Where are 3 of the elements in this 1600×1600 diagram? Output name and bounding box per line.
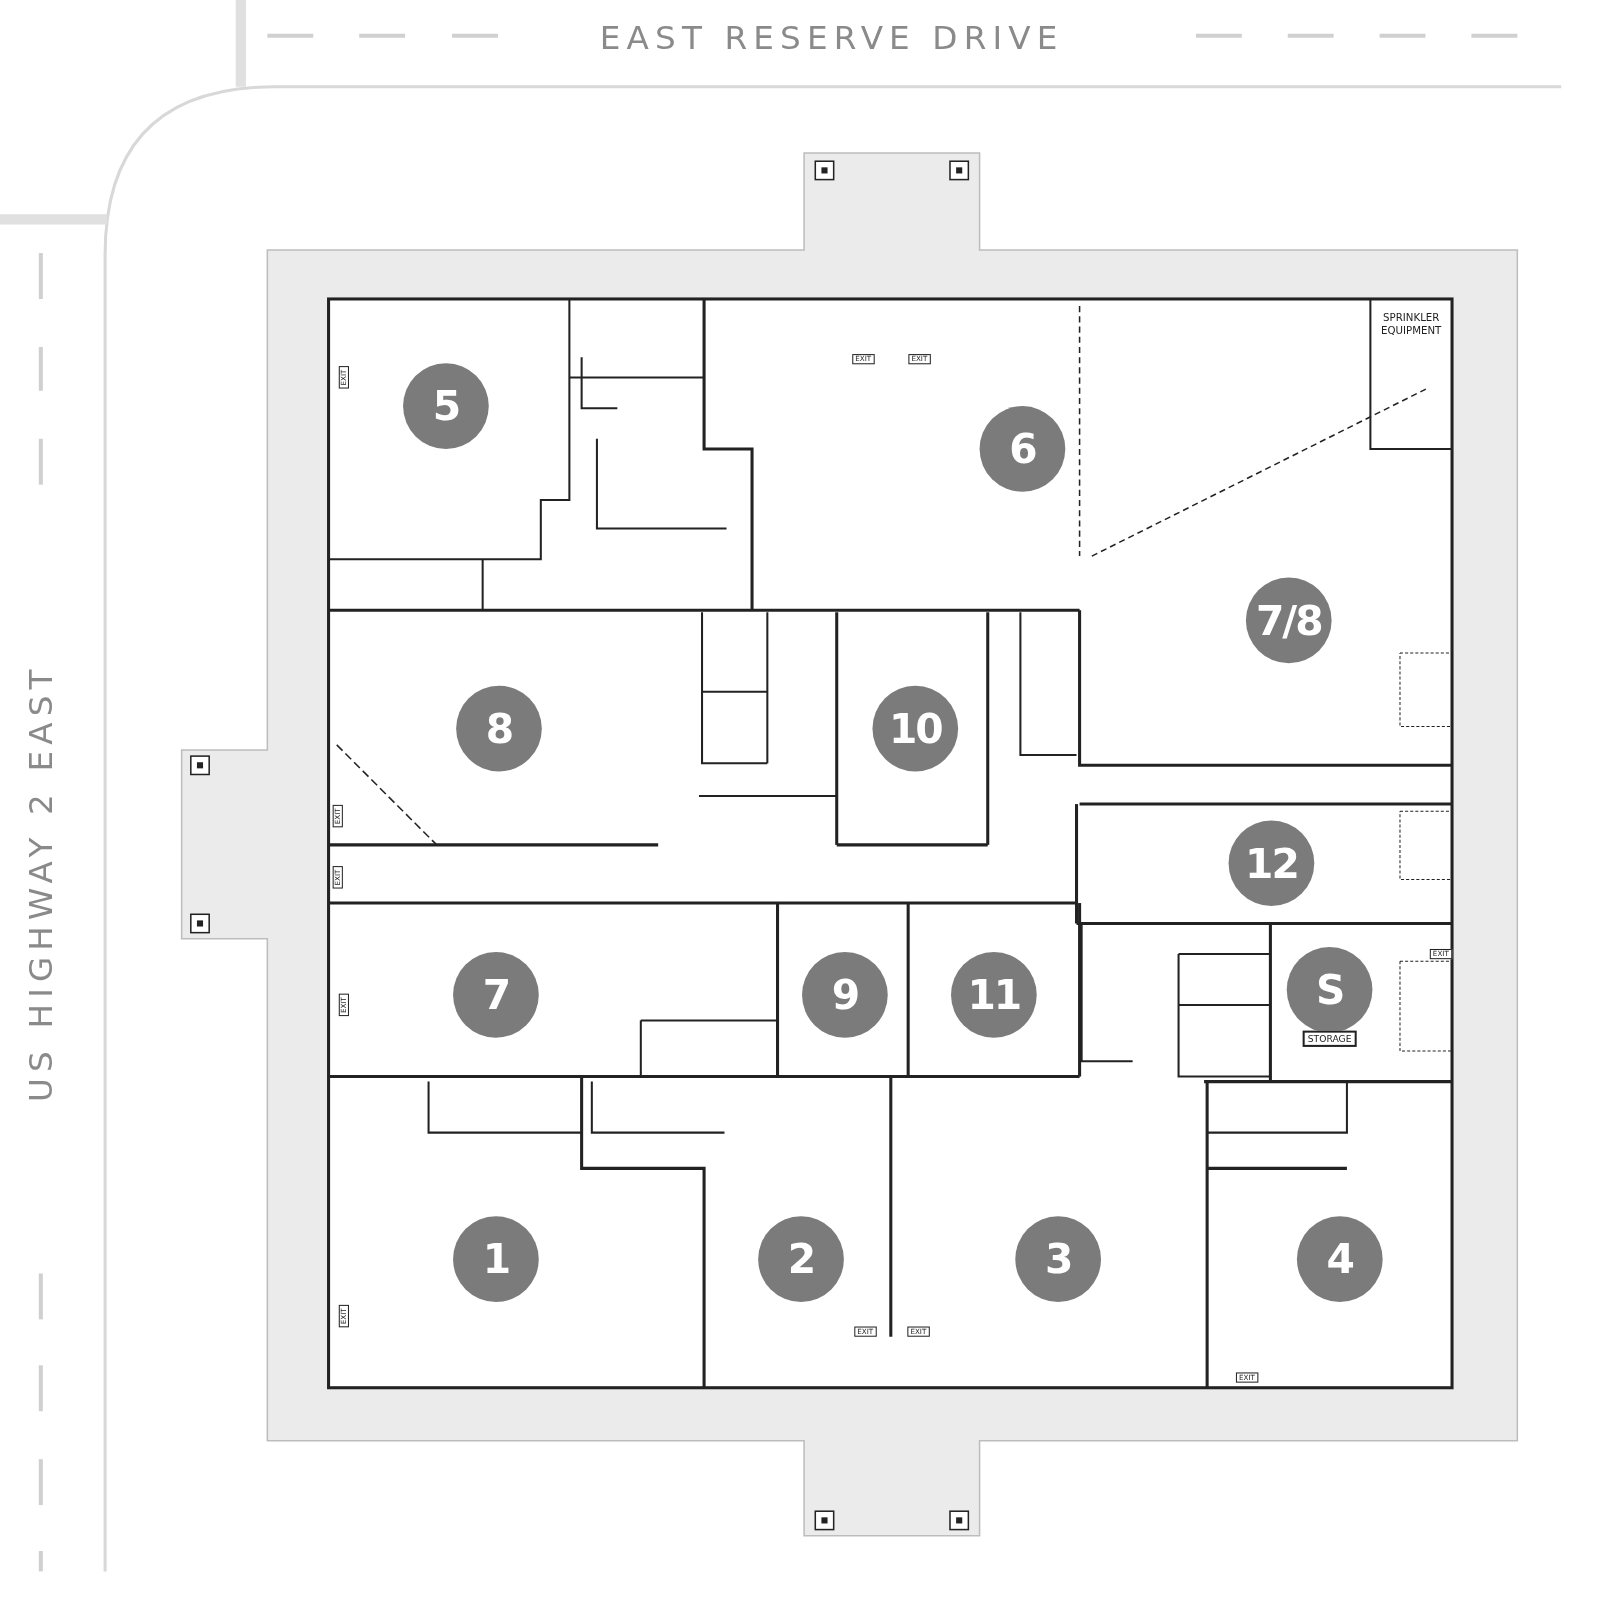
street-name: US HIGHWAY 2 EAST	[21, 663, 61, 1102]
street-name: EAST RESERVE DRIVE	[599, 18, 1064, 58]
room-sign: STORAGE	[1302, 1030, 1357, 1047]
